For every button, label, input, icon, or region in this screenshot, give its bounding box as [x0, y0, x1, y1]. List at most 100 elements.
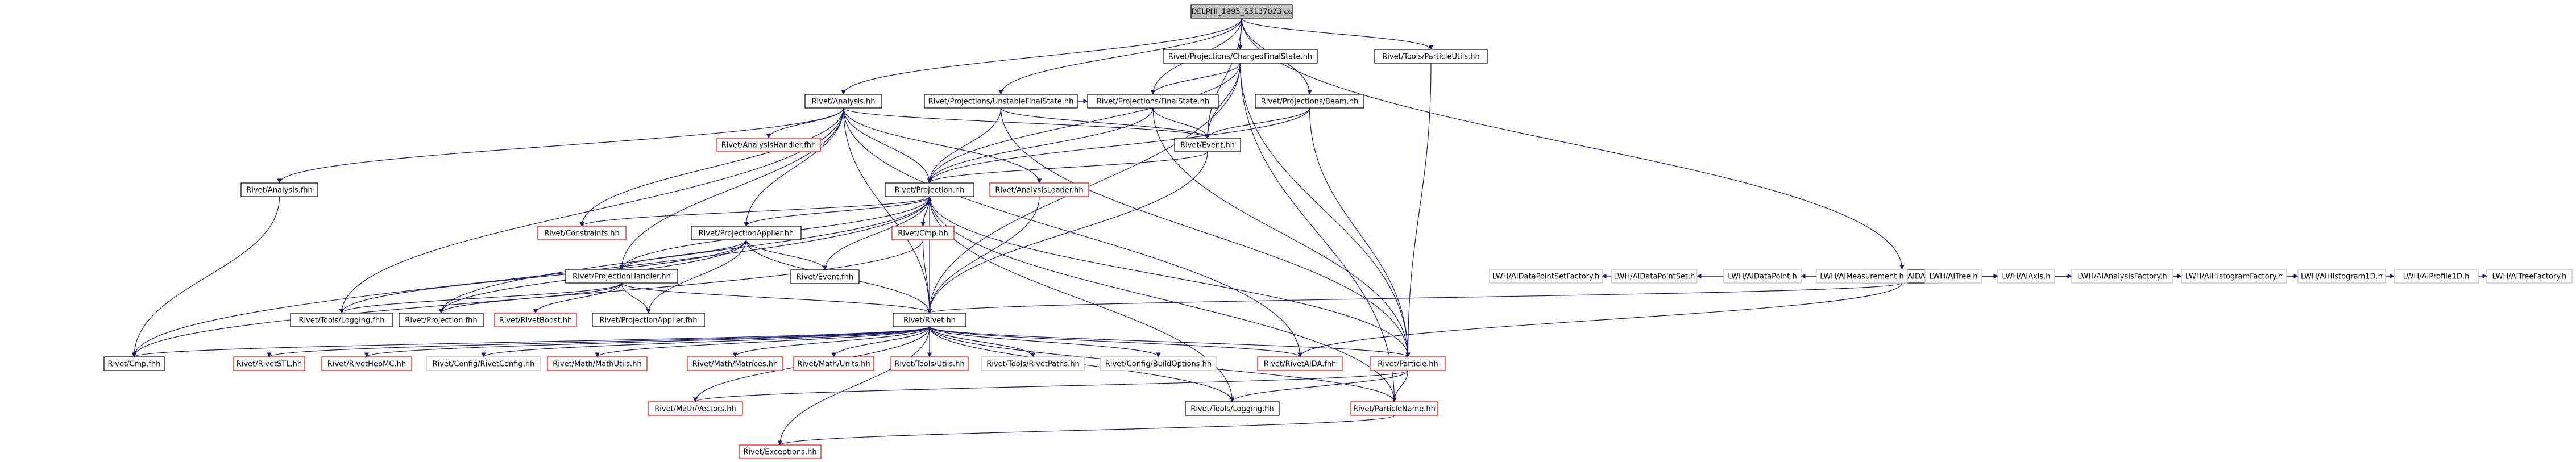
node-box-constraints — [537, 226, 627, 240]
edge-rivet-to-mathutils — [595, 326, 930, 357]
node-toolslogging[interactable]: Rivet/Tools/Logging.hh — [1185, 401, 1280, 416]
node-box-buildoptions — [1100, 356, 1217, 371]
node-analysishandlerfhh[interactable]: Rivet/AnalysisHandler.fhh — [716, 138, 821, 152]
edge-cmp-to-rivet — [922, 239, 932, 314]
node-projectionapplierfhh[interactable]: Rivet/ProjectionApplier.fhh — [592, 313, 705, 327]
node-box-rivetconfig — [426, 356, 541, 371]
node-label-analysisfhh: Rivet/Analysis.fhh — [246, 186, 313, 195]
node-finalstate[interactable]: Rivet/Projections/FinalState.hh — [1087, 94, 1219, 109]
edge-unstablefs-to-event — [1000, 107, 1210, 139]
node-box-aidps — [1611, 269, 1698, 284]
node-rivetstl[interactable]: Rivet/RivetSTL.hh — [233, 356, 305, 371]
node-box-projectionhandler — [565, 269, 678, 284]
node-aitreefac: LWH/AITreeFactory.h — [2486, 269, 2573, 284]
node-particle[interactable]: Rivet/Particle.hh — [1370, 356, 1446, 371]
node-box-aihistfac — [2181, 269, 2287, 284]
node-toolsloggingfhh[interactable]: Rivet/Tools/Logging.fhh — [290, 313, 393, 327]
edge-event-to-projection — [927, 151, 1208, 184]
node-label-toolsutils: Rivet/Tools/Utils.hh — [894, 360, 964, 369]
node-box-analysisfhh — [240, 182, 318, 197]
edge-analysisloader-to-rivet — [927, 196, 1040, 314]
node-label-toolslogging: Rivet/Tools/Logging.hh — [1190, 405, 1274, 414]
node-vectors[interactable]: Rivet/Math/Vectors.hh — [648, 401, 743, 416]
node-analysis[interactable]: Rivet/Analysis.hh — [804, 94, 882, 109]
node-box-aiprof1d — [2394, 269, 2479, 284]
node-box-mathutils — [547, 356, 648, 371]
node-particleutils[interactable]: Rivet/Tools/ParticleUtils.hh — [1374, 49, 1488, 64]
node-label-rivetconfig: Rivet/Config/RivetConfig.hh — [433, 360, 535, 369]
node-label-particle: Rivet/Particle.hh — [1378, 360, 1438, 369]
node-rivetaidafhh[interactable]: Rivet/RivetAIDA.fhh — [1257, 356, 1343, 371]
edge-root-to-analysis — [841, 18, 1242, 95]
node-aidps: LWH/AIDataPointSet.h — [1611, 269, 1698, 284]
node-box-toolsutils — [890, 356, 969, 371]
node-rivetboost[interactable]: Rivet/RivetBoost.hh — [494, 313, 577, 327]
node-aihist1d: LWH/AIHistogram1D.h — [2297, 269, 2386, 284]
node-projectionapplier[interactable]: Rivet/ProjectionApplier.hh — [691, 226, 802, 240]
node-particlename[interactable]: Rivet/ParticleName.hh — [1350, 401, 1438, 416]
node-label-aimeas: LWH/AIMeasurement.h — [1820, 273, 1903, 281]
node-label-toolsloggingfhh: Rivet/Tools/Logging.fhh — [299, 317, 385, 325]
node-box-chargedfs — [1163, 49, 1318, 64]
node-aidadpsf: LWH/AIDataPointSetFactory.h — [1489, 269, 1603, 284]
node-toolsutils[interactable]: Rivet/Tools/Utils.hh — [890, 356, 969, 371]
edge-root-to-event — [1205, 18, 1242, 139]
node-label-projectionfhh: Rivet/Projection.fhh — [405, 317, 477, 325]
node-projectionfhh[interactable]: Rivet/Projection.fhh — [399, 313, 484, 327]
node-box-unstablefs — [924, 94, 1078, 109]
node-rivethepmc[interactable]: Rivet/RivetHepMC.hh — [321, 356, 412, 371]
node-box-toolslogging — [1185, 401, 1280, 416]
node-analysisloader[interactable]: Rivet/AnalysisLoader.hh — [989, 182, 1089, 197]
node-box-particlename — [1350, 401, 1438, 416]
node-label-rivetpaths: Rivet/Tools/RivetPaths.hh — [986, 360, 1080, 369]
node-box-eventfhh — [790, 269, 860, 284]
node-projectionhandler[interactable]: Rivet/ProjectionHandler.hh — [565, 269, 678, 284]
node-label-projectionapplierfhh: Rivet/ProjectionApplier.fhh — [599, 317, 697, 325]
edge-analysis-to-analysisloader — [843, 107, 1042, 184]
node-chargedfs[interactable]: Rivet/Projections/ChargedFinalState.hh — [1163, 49, 1318, 64]
node-label-event: Rivet/Event.hh — [1180, 141, 1235, 150]
node-box-rivetaidafhh — [1257, 356, 1343, 371]
node-label-projectionhandler: Rivet/ProjectionHandler.hh — [573, 273, 671, 281]
node-box-rivetstl — [233, 356, 305, 371]
node-box-cmpfhh — [103, 356, 165, 371]
node-label-eventfhh: Rivet/Event.fhh — [797, 273, 853, 282]
node-label-units: Rivet/Math/Units.hh — [797, 360, 870, 369]
node-eventfhh[interactable]: Rivet/Event.fhh — [790, 269, 860, 284]
edge-chargedfs-to-particle — [1239, 63, 1411, 357]
node-event[interactable]: Rivet/Event.hh — [1174, 138, 1241, 152]
node-label-constraints: Rivet/Constraints.hh — [544, 230, 620, 238]
node-units[interactable]: Rivet/Math/Units.hh — [793, 356, 874, 371]
node-aihistfac: LWH/AIHistogramFactory.h — [2181, 269, 2287, 284]
node-constraints[interactable]: Rivet/Constraints.hh — [537, 226, 627, 240]
edge-beam-to-event — [1205, 107, 1310, 139]
node-rivet[interactable]: Rivet/Rivet.hh — [893, 313, 966, 327]
node-projection[interactable]: Rivet/Projection.hh — [885, 182, 974, 197]
edge-unstablefs-to-particle — [1000, 107, 1411, 357]
node-box-rivetboost — [494, 313, 577, 327]
node-box-beam — [1255, 94, 1364, 109]
node-cmp[interactable]: Rivet/Cmp.hh — [891, 226, 955, 240]
node-label-exceptions: Rivet/Exceptions.hh — [743, 448, 816, 457]
node-cmpfhh[interactable]: Rivet/Cmp.fhh — [103, 356, 165, 371]
node-beam[interactable]: Rivet/Projections/Beam.hh — [1255, 94, 1364, 109]
node-mathutils[interactable]: Rivet/Math/MathUtils.hh — [547, 356, 648, 371]
edge-projection-to-particlename — [929, 196, 1397, 402]
node-label-aitreefac: LWH/AITreeFactory.h — [2492, 273, 2567, 281]
node-analysisfhh[interactable]: Rivet/Analysis.fhh — [240, 182, 318, 197]
edge-root-to-rivetaida — [1241, 18, 1905, 270]
edge-analysis-to-rivet — [843, 107, 932, 314]
node-label-projectionapplier: Rivet/ProjectionApplier.hh — [699, 230, 794, 238]
edge-rivet-to-rivethepmc — [364, 326, 930, 357]
node-root[interactable]: DELPHI_1995_S3137023.cc — [1190, 4, 1293, 19]
node-aiaxis: LWH/AIAxis.h — [1997, 269, 2055, 284]
node-exceptions[interactable]: Rivet/Exceptions.hh — [739, 444, 822, 459]
node-label-chargedfs: Rivet/Projections/ChargedFinalState.hh — [1168, 53, 1312, 61]
edge-root-to-unstablefs — [998, 18, 1242, 95]
node-label-mathutils: Rivet/Math/MathUtils.hh — [553, 360, 641, 369]
edge-particleutils-to-particle — [1405, 63, 1432, 357]
edge-projection-to-constraints — [579, 196, 930, 227]
edge-rivetaida-to-rivetaidafhh — [1297, 282, 1903, 357]
node-unstablefs[interactable]: Rivet/Projections/UnstableFinalState.hh — [924, 94, 1078, 109]
node-matrices[interactable]: Rivet/Math/Matrices.hh — [687, 356, 783, 371]
